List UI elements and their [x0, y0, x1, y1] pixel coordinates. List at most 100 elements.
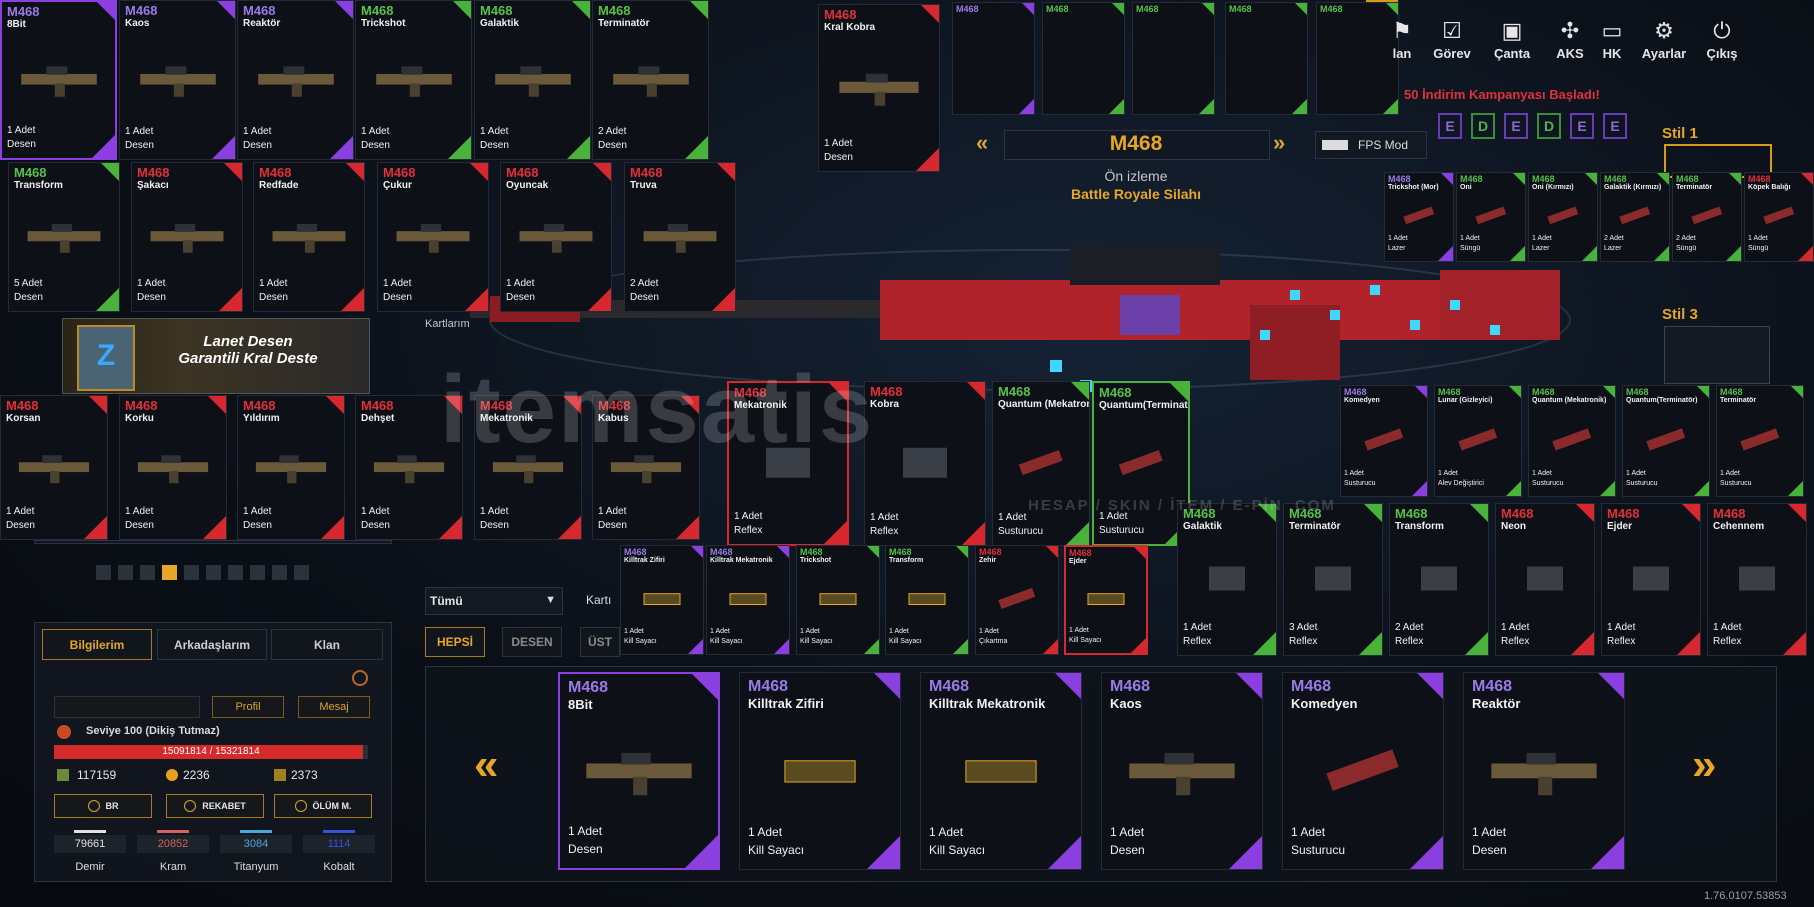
profile-button[interactable]: Profil	[212, 696, 284, 718]
profile-tab-1[interactable]: Arkadaşlarım	[157, 629, 267, 660]
mode-button-deathmatch[interactable]: ÖLÜM M.	[274, 794, 372, 818]
deck-banner[interactable]: Z Lanet Desen Garantili Kral Deste	[62, 318, 370, 394]
message-button[interactable]: Mesaj	[298, 696, 370, 718]
nav-briefcase[interactable]: ▣Çanta	[1486, 18, 1538, 61]
profile-tab-0[interactable]: Bilgilerim	[42, 629, 152, 660]
item-image	[1124, 745, 1241, 803]
weapon-prev-button[interactable]: «	[976, 130, 989, 155]
item-card[interactable]: M468	[1316, 2, 1399, 115]
carousel-next-button[interactable]: »	[1692, 740, 1717, 789]
page-dot[interactable]	[250, 565, 265, 580]
item-card[interactable]: M468	[1132, 2, 1215, 115]
page-dot[interactable]	[294, 565, 309, 580]
style-3-box[interactable]	[1664, 326, 1770, 384]
page-dot[interactable]	[184, 565, 199, 580]
nav-power[interactable]: ⏻Çıkış	[1696, 18, 1748, 61]
page-dot[interactable]	[118, 565, 133, 580]
nav-network[interactable]: ✣AKS	[1544, 18, 1596, 61]
nav-wallet[interactable]: ▭HK	[1586, 18, 1638, 61]
tab-all[interactable]: HEPSİ	[425, 627, 485, 657]
page-dot[interactable]	[162, 565, 177, 580]
style-1-label[interactable]: Stil 1	[1662, 125, 1698, 142]
page-dot[interactable]	[206, 565, 221, 580]
item-image	[372, 61, 456, 104]
page-dot[interactable]	[228, 565, 243, 580]
nav-gear[interactable]: ⚙Ayarlar	[1638, 18, 1690, 61]
nav-checklist[interactable]: ☑Görev	[1426, 18, 1478, 61]
fps-mode-button[interactable]: FPS Mod	[1315, 131, 1427, 159]
skin-name: Galaktik	[480, 18, 519, 29]
page-dot[interactable]	[272, 565, 287, 580]
mode-button-br[interactable]: BR	[54, 794, 152, 818]
filter-select[interactable]: Tümü ▼	[425, 587, 563, 615]
tab-top[interactable]: ÜST	[580, 627, 620, 657]
card-filter-label[interactable]: Kartı	[586, 593, 612, 607]
mode-button-competitive[interactable]: REKABET	[166, 794, 264, 818]
item-card[interactable]: M468	[1225, 2, 1308, 115]
style-3-label[interactable]: Stil 3	[1662, 306, 1698, 323]
tab-pattern[interactable]: DESEN	[502, 627, 562, 657]
weapon-next-button[interactable]: »	[1273, 130, 1286, 155]
profile-tab-2[interactable]: Klan	[271, 629, 383, 660]
nav-clan[interactable]: ⚑lan	[1376, 18, 1428, 61]
page-dot[interactable]	[140, 565, 155, 580]
item-card[interactable]: M468	[1042, 2, 1125, 115]
page-dot[interactable]	[96, 565, 111, 580]
item-card[interactable]: M468	[952, 2, 1035, 115]
item-quantity: 1 Adet	[1110, 825, 1145, 839]
carousel-prev-button[interactable]: «	[474, 740, 499, 789]
